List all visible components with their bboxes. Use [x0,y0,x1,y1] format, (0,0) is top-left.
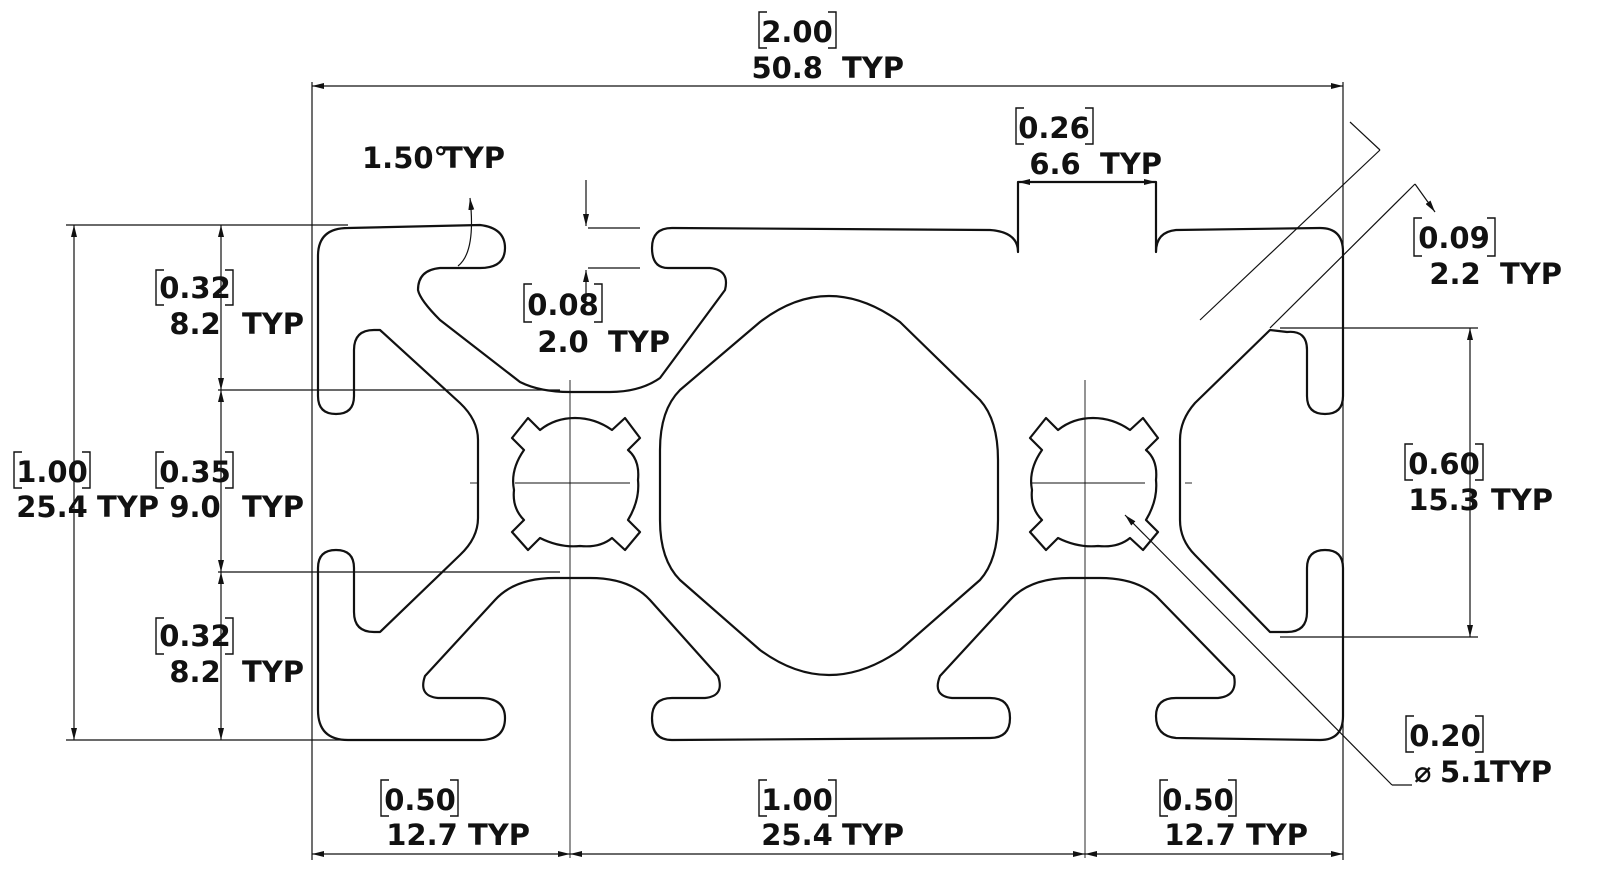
svg-text:12.7: 12.7 [386,818,458,852]
svg-text:TYP: TYP [1500,257,1562,291]
svg-text:1.00: 1.00 [16,455,88,489]
svg-text:0.09: 0.09 [1418,221,1490,255]
dim-slot-opening: 0.35 9.0 TYP [155,451,304,524]
svg-text:TYP: TYP [242,307,304,341]
svg-text:TYP: TYP [608,325,670,359]
svg-text:50.8: 50.8 [751,51,823,85]
dim-slot-width: 0.26 6.6 TYP [1015,107,1162,181]
svg-text:6.6: 6.6 [1029,147,1080,181]
svg-text:TYP: TYP [842,51,904,85]
dim-draft-angle: 1.50° TYP [362,141,505,175]
svg-text:0.32: 0.32 [159,271,231,305]
svg-text:0.35: 0.35 [159,455,231,489]
svg-text:9.0: 9.0 [169,490,220,524]
svg-text:0.26: 0.26 [1018,111,1090,145]
svg-text:TYP: TYP [242,490,304,524]
dim-overall-width: 2.00 50.8 TYP [751,11,904,85]
svg-text:TYP: TYP [468,818,530,852]
dim-corner-wall: 0.09 2.2 TYP [1413,217,1562,291]
svg-text:0.32: 0.32 [159,619,231,653]
svg-text:0.50: 0.50 [1162,783,1234,817]
svg-text:8.2: 8.2 [169,655,220,689]
svg-text:TYP: TYP [97,490,159,524]
svg-text:0.60: 0.60 [1408,447,1480,481]
diameter-symbol: ⌀ [1414,755,1431,789]
svg-text:2.00: 2.00 [761,15,833,49]
svg-text:15.3: 15.3 [1408,483,1480,517]
svg-text:25.4: 25.4 [16,490,88,524]
dim-overall-height: 1.00 25.4 TYP [13,451,159,524]
svg-text:8.2: 8.2 [169,307,220,341]
svg-text:0.20: 0.20 [1409,719,1481,753]
svg-text:TYP: TYP [1100,147,1162,181]
svg-text:TYP: TYP [1490,755,1552,789]
svg-text:12.7: 12.7 [1164,818,1236,852]
centerlines [470,380,1192,858]
svg-text:TYP: TYP [1246,818,1308,852]
svg-text:1.50°: 1.50° [362,141,448,175]
svg-text:TYP: TYP [443,141,505,175]
svg-text:TYP: TYP [1491,483,1553,517]
svg-text:5.1: 5.1 [1440,755,1491,789]
center-pocket [658,295,1000,676]
extension-lines [66,82,1478,860]
svg-text:TYP: TYP [842,818,904,852]
dimension-labels: 2.00 50.8 TYP 0.26 6.6 TYP 1.50° TYP 0.0… [13,11,1562,852]
svg-text:1.00: 1.00 [761,783,833,817]
svg-text:25.4: 25.4 [761,818,833,852]
dimension-lines [71,83,1473,857]
left-bore [510,416,642,552]
outer-boundary [316,180,1345,742]
svg-text:2.2: 2.2 [1429,257,1480,291]
dim-bottom-lip: 0.32 8.2 TYP [155,617,304,689]
svg-text:0.08: 0.08 [527,288,599,322]
dim-wall-thickness: 0.08 2.0 TYP [523,283,670,359]
svg-text:TYP: TYP [242,655,304,689]
right-bore [1028,416,1160,552]
profile-outline [316,180,1345,742]
dim-center-pitch: 1.00 25.4 TYP [758,779,904,852]
dim-bore-diameter: 0.20 ⌀ 5.1 TYP [1405,715,1552,789]
svg-text:2.0: 2.0 [537,325,588,359]
svg-text:0.50: 0.50 [384,783,456,817]
dim-slot-gap: 0.60 15.3 TYP [1404,443,1553,517]
dim-left-offset: 0.50 12.7 TYP [380,779,530,852]
dim-top-lip: 0.32 8.2 TYP [155,269,304,341]
dim-right-offset: 0.50 12.7 TYP [1159,779,1308,852]
